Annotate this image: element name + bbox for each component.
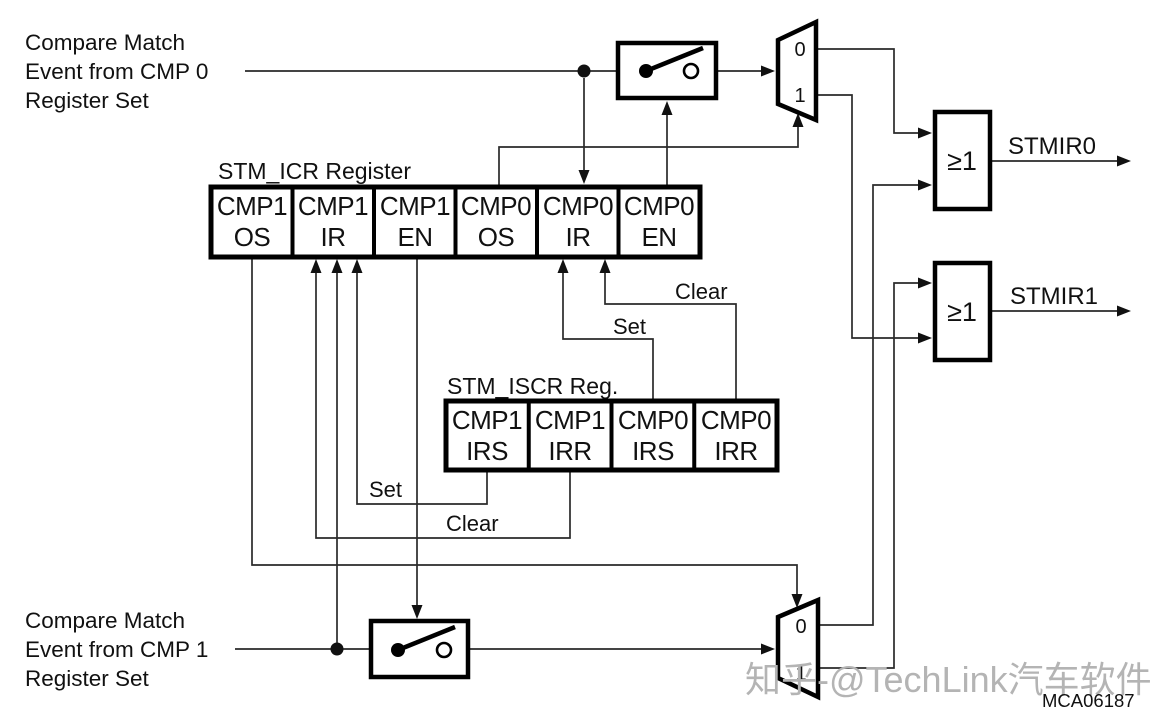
mux-cmp0: 0 1 <box>775 18 819 124</box>
wire-cmp0-irr-clear <box>599 259 737 401</box>
icr-cell-cmp1-en-name: CMP1 <box>380 191 450 221</box>
switch-cmp0-contact <box>682 62 700 80</box>
or-gate-stmir1-symbol: ≥1 <box>947 297 977 327</box>
switch-cmp1 <box>368 618 471 680</box>
switch-cmp1-lever <box>397 624 456 653</box>
icr-cell-cmp0-en-name: CMP0 <box>624 191 694 221</box>
wire-mux0-out0-to-or0 <box>816 48 932 139</box>
mux-cmp1-body <box>775 596 821 701</box>
or-gate-stmir1-box <box>932 260 993 363</box>
switch-cmp1-contact <box>435 641 453 659</box>
icr-cell-cmp1-os-bit: OS <box>234 222 271 252</box>
wire-cmp1-irr-clear <box>310 259 571 539</box>
icr-register-title: STM_ICR Register <box>218 158 411 184</box>
wire-cmp0-irs-set <box>557 259 654 401</box>
icr-cells: CMP1 OS CMP1 IR CMP1 EN CMP0 OS CMP0 IR … <box>217 191 695 252</box>
icr-register: STM_ICR Register CMP1 OS CMP1 IR CMP1 EN… <box>208 158 703 260</box>
iscr-cell-cmp1-irs-bit: IRS <box>466 436 508 466</box>
icr-cell-cmp0-en-bit: EN <box>641 222 676 252</box>
cmp0-event-line1: Compare Match <box>25 30 185 55</box>
wires <box>235 48 1131 669</box>
icr-cell-cmp0-ir-name: CMP0 <box>543 191 613 221</box>
wire-cmp1-os-select <box>251 257 803 608</box>
wire-mux0-out1-to-or1 <box>816 94 932 344</box>
icr-cell-cmp0-os-name: CMP0 <box>461 191 531 221</box>
iscr-cell-cmp0-irs-name: CMP0 <box>618 405 688 435</box>
wire-mux1-out0-to-or0 <box>818 179 932 626</box>
wire-cmp0-os-select <box>498 113 804 186</box>
icr-cell-cmp1-os-name: CMP1 <box>217 191 287 221</box>
switch-cmp0 <box>615 40 719 101</box>
iscr-cells: CMP1 IRS CMP1 IRR CMP0 IRS CMP0 IRR <box>452 405 772 466</box>
switch-cmp0-pole <box>639 64 653 78</box>
iscr-cell-cmp1-irr-name: CMP1 <box>535 405 605 435</box>
iscr-cell-cmp1-irr-bit: IRR <box>548 436 591 466</box>
mux-cmp1-label-1: 1 <box>795 663 806 685</box>
iscr-cell-cmp0-irr-bit: IRR <box>714 436 757 466</box>
input-label-cmp1: Compare Match Event from CMP 1 Register … <box>25 608 208 691</box>
mux-cmp0-body <box>775 18 819 124</box>
label-stmir0: STMIR0 <box>1008 133 1096 160</box>
iscr-cell-cmp0-irs-bit: IRS <box>632 436 674 466</box>
cmp1-event-line3: Register Set <box>25 666 150 691</box>
cmp1-event-line1: Compare Match <box>25 608 185 633</box>
label-cmp1-set: Set <box>369 477 402 502</box>
cmp0-event-line3: Register Set <box>25 88 150 113</box>
wire-cmp1-irs-set <box>351 259 488 505</box>
iscr-cell-cmp0-irr-name: CMP0 <box>701 405 771 435</box>
watermark: 知乎-@TechLink汽车软件 <box>745 659 1152 700</box>
icr-cell-cmp0-ir-bit: IR <box>566 222 591 252</box>
switch-cmp1-pole <box>391 643 405 657</box>
mux-cmp0-label-0: 0 <box>794 39 805 61</box>
label-cmp0-set: Set <box>613 314 646 339</box>
iscr-cell-dividers <box>526 401 697 470</box>
icr-cell-cmp1-ir-bit: IR <box>321 222 346 252</box>
icr-cell-cmp1-en-bit: EN <box>397 222 432 252</box>
junction-dot-cmp0 <box>577 64 591 78</box>
wire-mux1-out1-to-or1 <box>818 277 932 669</box>
mux-cmp0-label-1: 1 <box>794 85 805 107</box>
label-stmir1: STMIR1 <box>1010 283 1098 310</box>
or-gate-stmir0-symbol: ≥1 <box>947 146 977 176</box>
iscr-register-title: STM_ISCR Reg. <box>447 373 618 399</box>
switch-cmp0-box <box>615 40 719 101</box>
switch-cmp0-lever <box>645 45 704 74</box>
label-cmp1-clear: Clear <box>446 511 499 536</box>
mux-cmp1-label-0: 0 <box>795 616 806 638</box>
icr-cell-dividers <box>290 187 621 257</box>
label-cmp0-clear: Clear <box>675 279 728 304</box>
or-gate-stmir0-box <box>932 109 993 212</box>
junction-dot-cmp1 <box>330 642 344 656</box>
iscr-register: STM_ISCR Reg. CMP1 IRS CMP1 IRR CMP0 IRS… <box>443 373 780 473</box>
icr-cell-cmp0-os-bit: OS <box>478 222 515 252</box>
cmp1-event-line2: Event from CMP 1 <box>25 637 208 662</box>
mux-cmp1: 0 1 <box>775 596 821 701</box>
or-gate-stmir0: ≥1 <box>932 109 993 212</box>
icr-cell-cmp1-ir-name: CMP1 <box>298 191 368 221</box>
figure-code: MCA06187 <box>1042 690 1135 711</box>
iscr-cell-cmp1-irs-name: CMP1 <box>452 405 522 435</box>
cmp0-event-line2: Event from CMP 0 <box>25 59 208 84</box>
input-label-cmp0: Compare Match Event from CMP 0 Register … <box>25 30 208 113</box>
or-gate-stmir1: ≥1 <box>932 260 993 363</box>
